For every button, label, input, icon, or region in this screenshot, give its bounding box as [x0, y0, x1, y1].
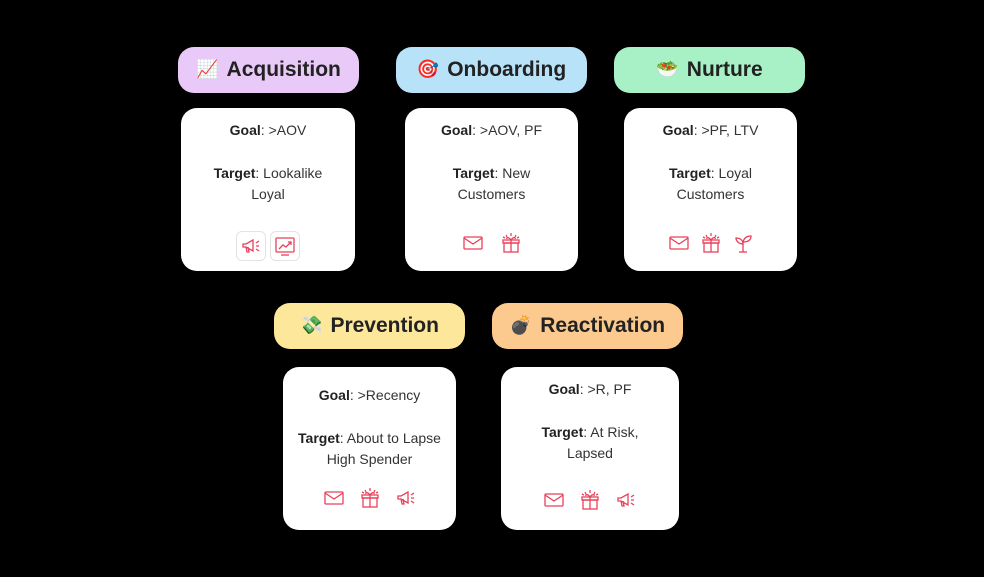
stage-title: Reactivation — [540, 314, 666, 337]
envelope-icon — [664, 228, 694, 258]
stage-card-acquisition: Goal: >AOV Target: Lookalike Loyal — [181, 108, 355, 271]
chart-increasing-emoji: 📈 — [196, 59, 219, 80]
goal-line: Goal: >R, PF — [548, 381, 632, 397]
envelope-icon — [539, 485, 569, 515]
megaphone-icon — [611, 485, 641, 515]
sprout-icon — [728, 228, 758, 258]
goal-line: Goal: >AOV — [229, 122, 307, 138]
stage-pill-reactivation: 💣 Reactivation — [492, 303, 683, 349]
target-emoji: 🎯 — [416, 59, 440, 80]
envelope-icon — [319, 483, 349, 513]
stage-title: Nurture — [686, 58, 763, 81]
envelope-icon — [458, 228, 488, 258]
gift-icon — [496, 228, 526, 258]
stage-card-onboarding: Goal: >AOV, PF Target: New Customers — [405, 108, 578, 271]
stage-pill-acquisition: 📈 Acquisition — [178, 47, 359, 93]
stage-card-reactivation: Goal: >R, PF Target: At Risk, Lapsed — [501, 367, 679, 530]
salad-emoji: 🥗 — [656, 59, 679, 80]
target-line: Target: At Risk, Lapsed — [541, 424, 639, 461]
stage-pill-nurture: 🥗 Nurture — [614, 47, 805, 93]
goal-line: Goal: >AOV, PF — [440, 122, 543, 138]
stage-card-prevention: Goal: >Recency Target: About to Lapse Hi… — [283, 367, 456, 530]
goal-line: Goal: >PF, LTV — [662, 122, 759, 138]
target-line: Target: New Customers — [452, 165, 531, 202]
gift-icon — [355, 483, 385, 513]
goal-line: Goal: >Recency — [318, 387, 421, 403]
stage-pill-prevention: 💸 Prevention — [274, 303, 465, 349]
target-line: Target: Lookalike Loyal — [213, 165, 323, 202]
stage-pill-onboarding: 🎯 Onboarding — [396, 47, 587, 93]
bomb-emoji: 💣 — [509, 315, 533, 336]
stage-title: Prevention — [330, 314, 439, 337]
money-wings-emoji: 💸 — [300, 315, 323, 336]
target-line: Target: About to Lapse High Spender — [298, 430, 441, 467]
gift-icon — [575, 485, 605, 515]
gift-icon — [696, 228, 726, 258]
stage-card-nurture: Goal: >PF, LTV Target: Loyal Customers — [624, 108, 797, 271]
stage-title: Acquisition — [226, 58, 341, 81]
megaphone-icon — [236, 231, 266, 261]
megaphone-icon — [391, 483, 421, 513]
target-line: Target: Loyal Customers — [669, 165, 752, 202]
stage-title: Onboarding — [447, 58, 567, 81]
line-chart-icon — [270, 231, 300, 261]
